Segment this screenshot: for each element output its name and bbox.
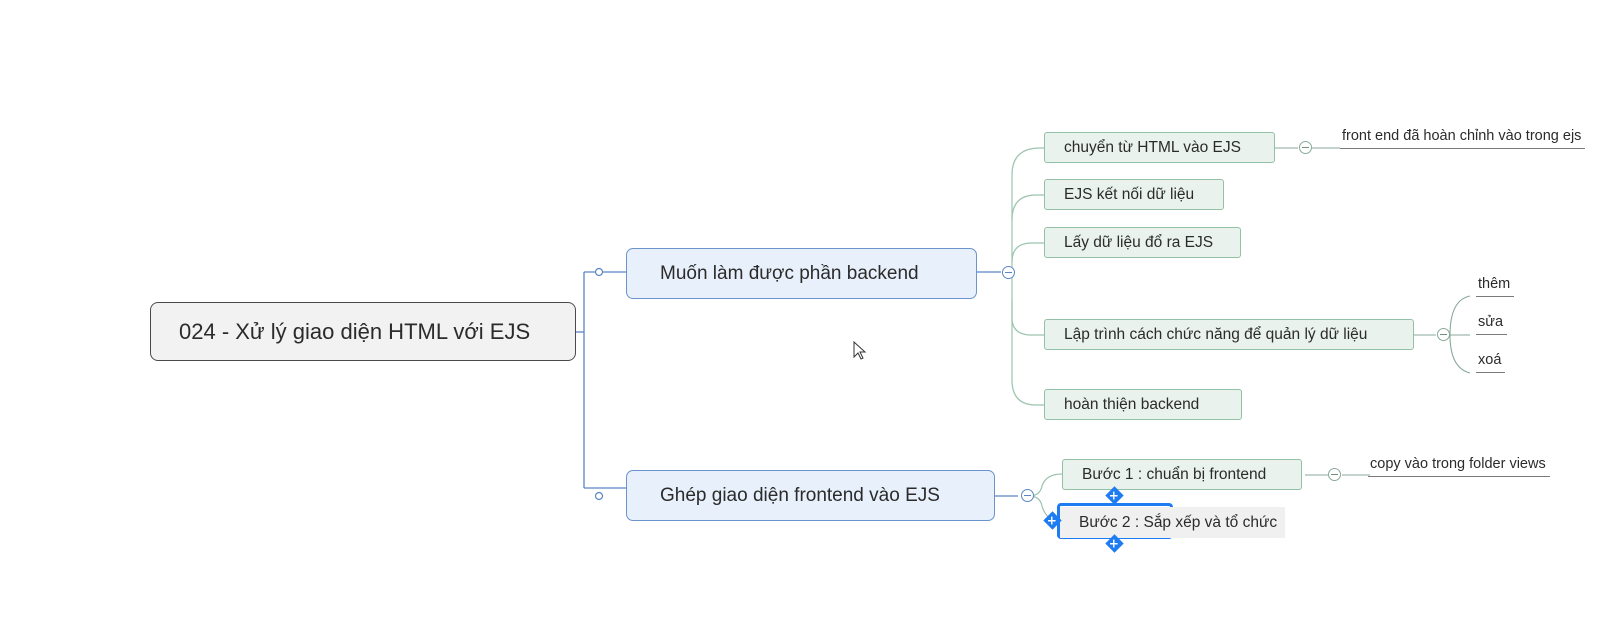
subtopic-step-2-selected[interactable]: Bước 2 : Sắp xếp và tổ chức xyxy=(1060,507,1286,538)
subtopic-label: Lập trình cách chức năng để quản lý dữ l… xyxy=(1064,325,1368,343)
collapse-step-1-icon[interactable] xyxy=(1328,468,1341,481)
subtopic-fetch-data[interactable]: Lấy dữ liệu đổ ra EJS xyxy=(1044,227,1241,258)
topic-backend[interactable]: Muốn làm được phần backend xyxy=(626,248,977,299)
subtopic-label: EJS kết nối dữ liệu xyxy=(1064,185,1195,203)
note-copy-views[interactable]: copy vào trong folder views xyxy=(1368,456,1550,477)
topic-frontend-ejs-label: Ghép giao diện frontend vào EJS xyxy=(660,484,940,506)
subtopic-ejs-connect-data[interactable]: EJS kết nối dữ liệu xyxy=(1044,179,1224,210)
collapse-frontend-ejs-icon[interactable] xyxy=(1021,489,1034,502)
topic-backend-label: Muốn làm được phần backend xyxy=(660,262,919,284)
subtopic-step-1[interactable]: Bước 1 : chuẩn bị frontend xyxy=(1062,459,1302,490)
subtopic-html-to-ejs[interactable]: chuyển từ HTML vào EJS xyxy=(1044,132,1275,163)
branch-dot-2 xyxy=(594,491,604,501)
note-frontend-complete[interactable]: front end đã hoàn chỉnh vào trong ejs xyxy=(1340,128,1586,149)
root-topic-label: 024 - Xử lý giao diện HTML với EJS xyxy=(179,318,531,344)
root-topic[interactable]: 024 - Xử lý giao diện HTML với EJS xyxy=(150,302,576,361)
collapse-html-to-ejs-icon[interactable] xyxy=(1299,141,1312,154)
note-sua[interactable]: sửa xyxy=(1476,314,1508,335)
subtopic-label: Bước 2 : Sắp xếp và tổ chức xyxy=(1079,513,1278,531)
subtopic-complete-backend[interactable]: hoàn thiện backend xyxy=(1044,389,1242,420)
note-xoa[interactable]: xoá xyxy=(1476,352,1506,373)
subtopic-label: Lấy dữ liệu đổ ra EJS xyxy=(1064,233,1214,251)
collapse-backend-icon[interactable] xyxy=(1002,266,1015,279)
branch-dot-1 xyxy=(594,267,604,277)
note-them[interactable]: thêm xyxy=(1476,276,1515,297)
subtopic-label: hoàn thiện backend xyxy=(1064,395,1200,413)
subtopic-label: Bước 1 : chuẩn bị frontend xyxy=(1082,465,1267,483)
collapse-crud-icon[interactable] xyxy=(1437,328,1450,341)
mouse-pointer-icon xyxy=(853,341,867,360)
topic-frontend-ejs[interactable]: Ghép giao diện frontend vào EJS xyxy=(626,470,995,521)
subtopic-crud-functions[interactable]: Lập trình cách chức năng để quản lý dữ l… xyxy=(1044,319,1414,350)
subtopic-label: chuyển từ HTML vào EJS xyxy=(1064,138,1241,156)
